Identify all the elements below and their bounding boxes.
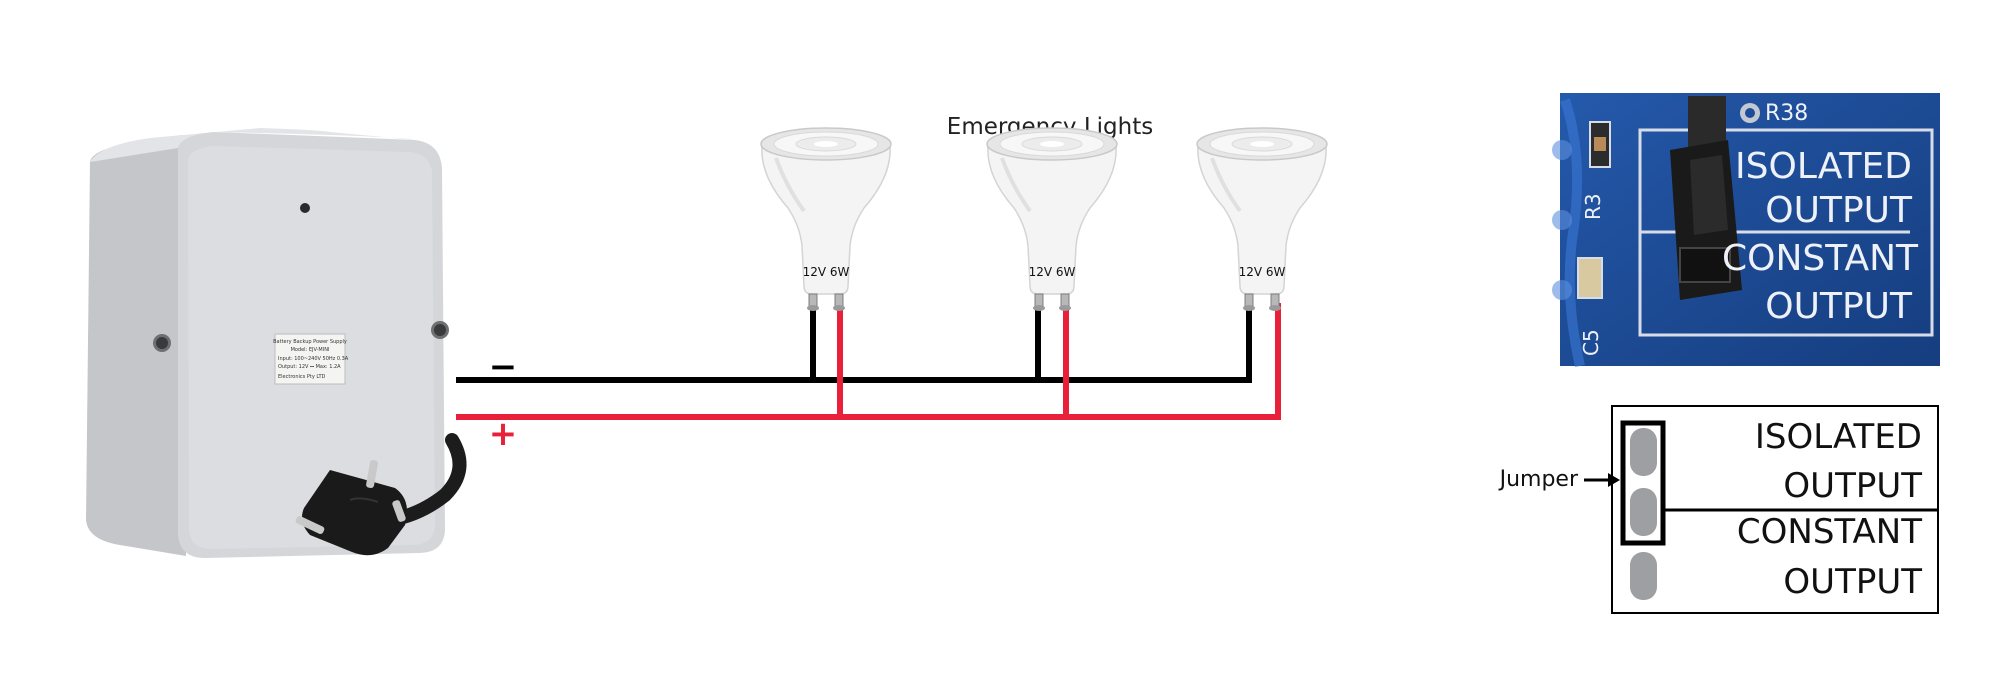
- sticker-line: Electronics Pty LTD: [278, 374, 326, 380]
- jumper-text-line: CONSTANT: [1737, 512, 1922, 552]
- sticker-line: Input: 100~240V 50Hz 0.3A: [278, 356, 349, 362]
- jumper-text-line: OUTPUT: [1783, 466, 1922, 506]
- negative-symbol: −: [489, 347, 518, 387]
- bulb-rating-label: 12V 6W: [1239, 265, 1286, 279]
- component-label-r38: R38: [1765, 101, 1808, 126]
- jumper-pin: [1630, 552, 1657, 600]
- bulb-2: 12V 6W: [985, 126, 1119, 313]
- positive-wire: [456, 303, 1281, 420]
- battery-backup-power-supply-icon: Battery Backup Power Supply Model: EJV-M…: [86, 128, 449, 558]
- bulb-rating-label: 12V 6W: [1029, 265, 1076, 279]
- board-text-line: ISOLATED: [1735, 146, 1912, 187]
- board-text-line: OUTPUT: [1765, 190, 1913, 231]
- jumper-pin: [1630, 428, 1657, 476]
- sticker-line: Output: 12V ⎓ Max: 1.2A: [278, 364, 341, 370]
- jumper-pin: [1630, 488, 1657, 536]
- arrow-right-icon: [1584, 473, 1620, 487]
- spotlight-bulb-icon: [985, 126, 1119, 313]
- bulb-rating-label: 12V 6W: [803, 265, 850, 279]
- jumper-pointer-label: Jumper: [1498, 467, 1579, 492]
- negative-wire: [456, 303, 1252, 383]
- board-text-line: OUTPUT: [1765, 286, 1913, 327]
- pcb-board-photo: R38 R3 C5 ISOLATED OUTPUT CONSTANT OUTPU…: [1552, 93, 1940, 368]
- jumper-setting-diagram: ISOLATED OUTPUT CONSTANT OUTPUT Jumper: [1498, 405, 1939, 614]
- jumper-text-line: OUTPUT: [1783, 562, 1922, 602]
- component-label-r3: R3: [1581, 193, 1605, 220]
- power-plug-icon: [295, 433, 467, 556]
- bulb-3: 12V 6W: [1195, 126, 1329, 313]
- sticker-line: Model: EJV-MINI: [291, 347, 330, 353]
- board-text-line: CONSTANT: [1722, 238, 1919, 279]
- component-label-c5: C5: [1579, 329, 1603, 356]
- jumper-text-line: ISOLATED: [1755, 417, 1922, 457]
- spotlight-bulb-icon: [1195, 126, 1329, 313]
- bulb-1: 12V 6W: [759, 126, 893, 313]
- positive-symbol: +: [489, 414, 518, 454]
- sticker-line: Battery Backup Power Supply: [273, 339, 347, 345]
- spotlight-bulb-icon: [759, 126, 893, 313]
